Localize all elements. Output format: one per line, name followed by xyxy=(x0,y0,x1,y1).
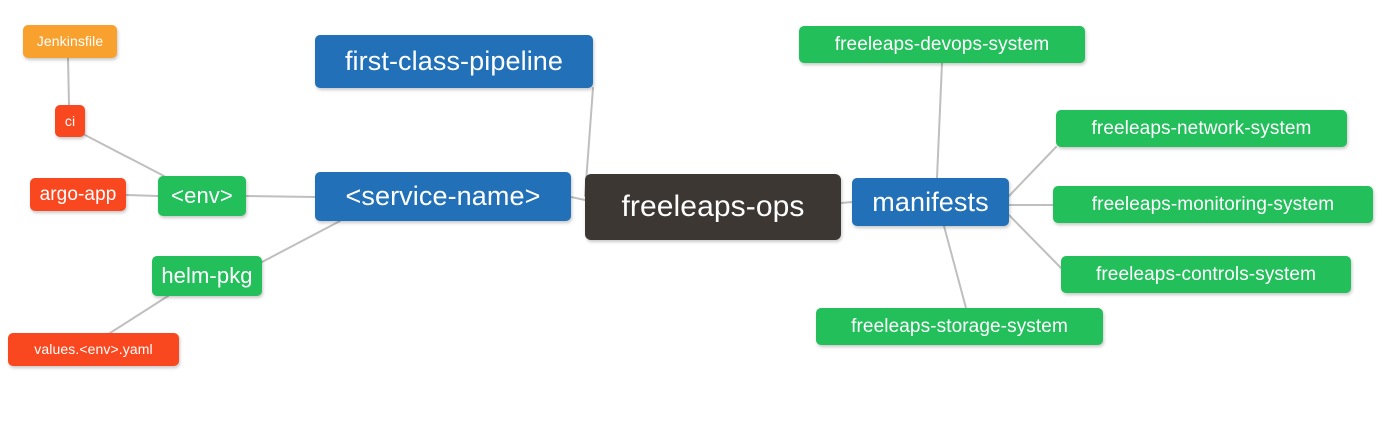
mindmap-node-fcp[interactable]: first-class-pipeline xyxy=(315,35,593,88)
node-label: manifests xyxy=(872,186,989,217)
edge-service-to-helmpkg xyxy=(261,220,341,263)
edge-env-to-argoapp xyxy=(125,194,159,197)
mindmap-node-monitoring[interactable]: freeleaps-monitoring-system xyxy=(1053,186,1373,223)
mindmap-node-valuesyaml[interactable]: values.<env>.yaml xyxy=(8,333,179,366)
mindmap-node-devops[interactable]: freeleaps-devops-system xyxy=(799,26,1085,63)
node-label: ci xyxy=(64,112,76,129)
node-label: <service-name> xyxy=(345,181,541,212)
mindmap-node-manifests[interactable]: manifests xyxy=(852,178,1009,226)
node-label: argo-app xyxy=(39,183,117,205)
node-label: freeleaps-network-system xyxy=(1091,117,1312,139)
mindmap-node-jenkinsfile[interactable]: Jenkinsfile xyxy=(23,25,117,58)
edge-env-to-ci xyxy=(84,134,165,177)
edge-manifests-to-storage xyxy=(943,225,967,309)
node-label: Jenkinsfile xyxy=(36,33,104,50)
mindmap-node-ci[interactable]: ci xyxy=(55,105,85,137)
node-label: first-class-pipeline xyxy=(344,46,564,77)
edge-root-to-manifests xyxy=(840,201,853,204)
mindmap-node-argoapp[interactable]: argo-app xyxy=(30,178,126,211)
edge-service-to-env xyxy=(245,195,316,198)
node-label: helm-pkg xyxy=(161,263,253,289)
node-label: <env> xyxy=(171,183,233,209)
mindmap-node-service[interactable]: <service-name> xyxy=(315,172,571,221)
edge-manifests-to-controls xyxy=(1008,214,1062,269)
edge-ci-to-jenkinsfile xyxy=(67,57,70,106)
node-label: freeleaps-ops xyxy=(621,190,805,224)
mindmap-node-network[interactable]: freeleaps-network-system xyxy=(1056,110,1347,147)
edge-root-to-service xyxy=(570,196,586,201)
edge-manifests-to-network xyxy=(1008,146,1057,197)
node-label: values.<env>.yaml xyxy=(34,341,153,358)
edge-manifests-to-devops xyxy=(936,62,943,179)
node-label: freeleaps-controls-system xyxy=(1095,263,1317,285)
mindmap-node-env[interactable]: <env> xyxy=(158,176,246,216)
node-label: freeleaps-monitoring-system xyxy=(1091,193,1335,215)
edge-helmpkg-to-valuesyaml xyxy=(109,295,169,334)
node-label: freeleaps-storage-system xyxy=(851,315,1068,337)
mindmap-node-storage[interactable]: freeleaps-storage-system xyxy=(816,308,1103,345)
mindmap-node-controls[interactable]: freeleaps-controls-system xyxy=(1061,256,1351,293)
node-label: freeleaps-devops-system xyxy=(834,33,1050,55)
mindmap-node-root[interactable]: freeleaps-ops xyxy=(585,174,841,240)
mindmap-node-helmpkg[interactable]: helm-pkg xyxy=(152,256,262,296)
